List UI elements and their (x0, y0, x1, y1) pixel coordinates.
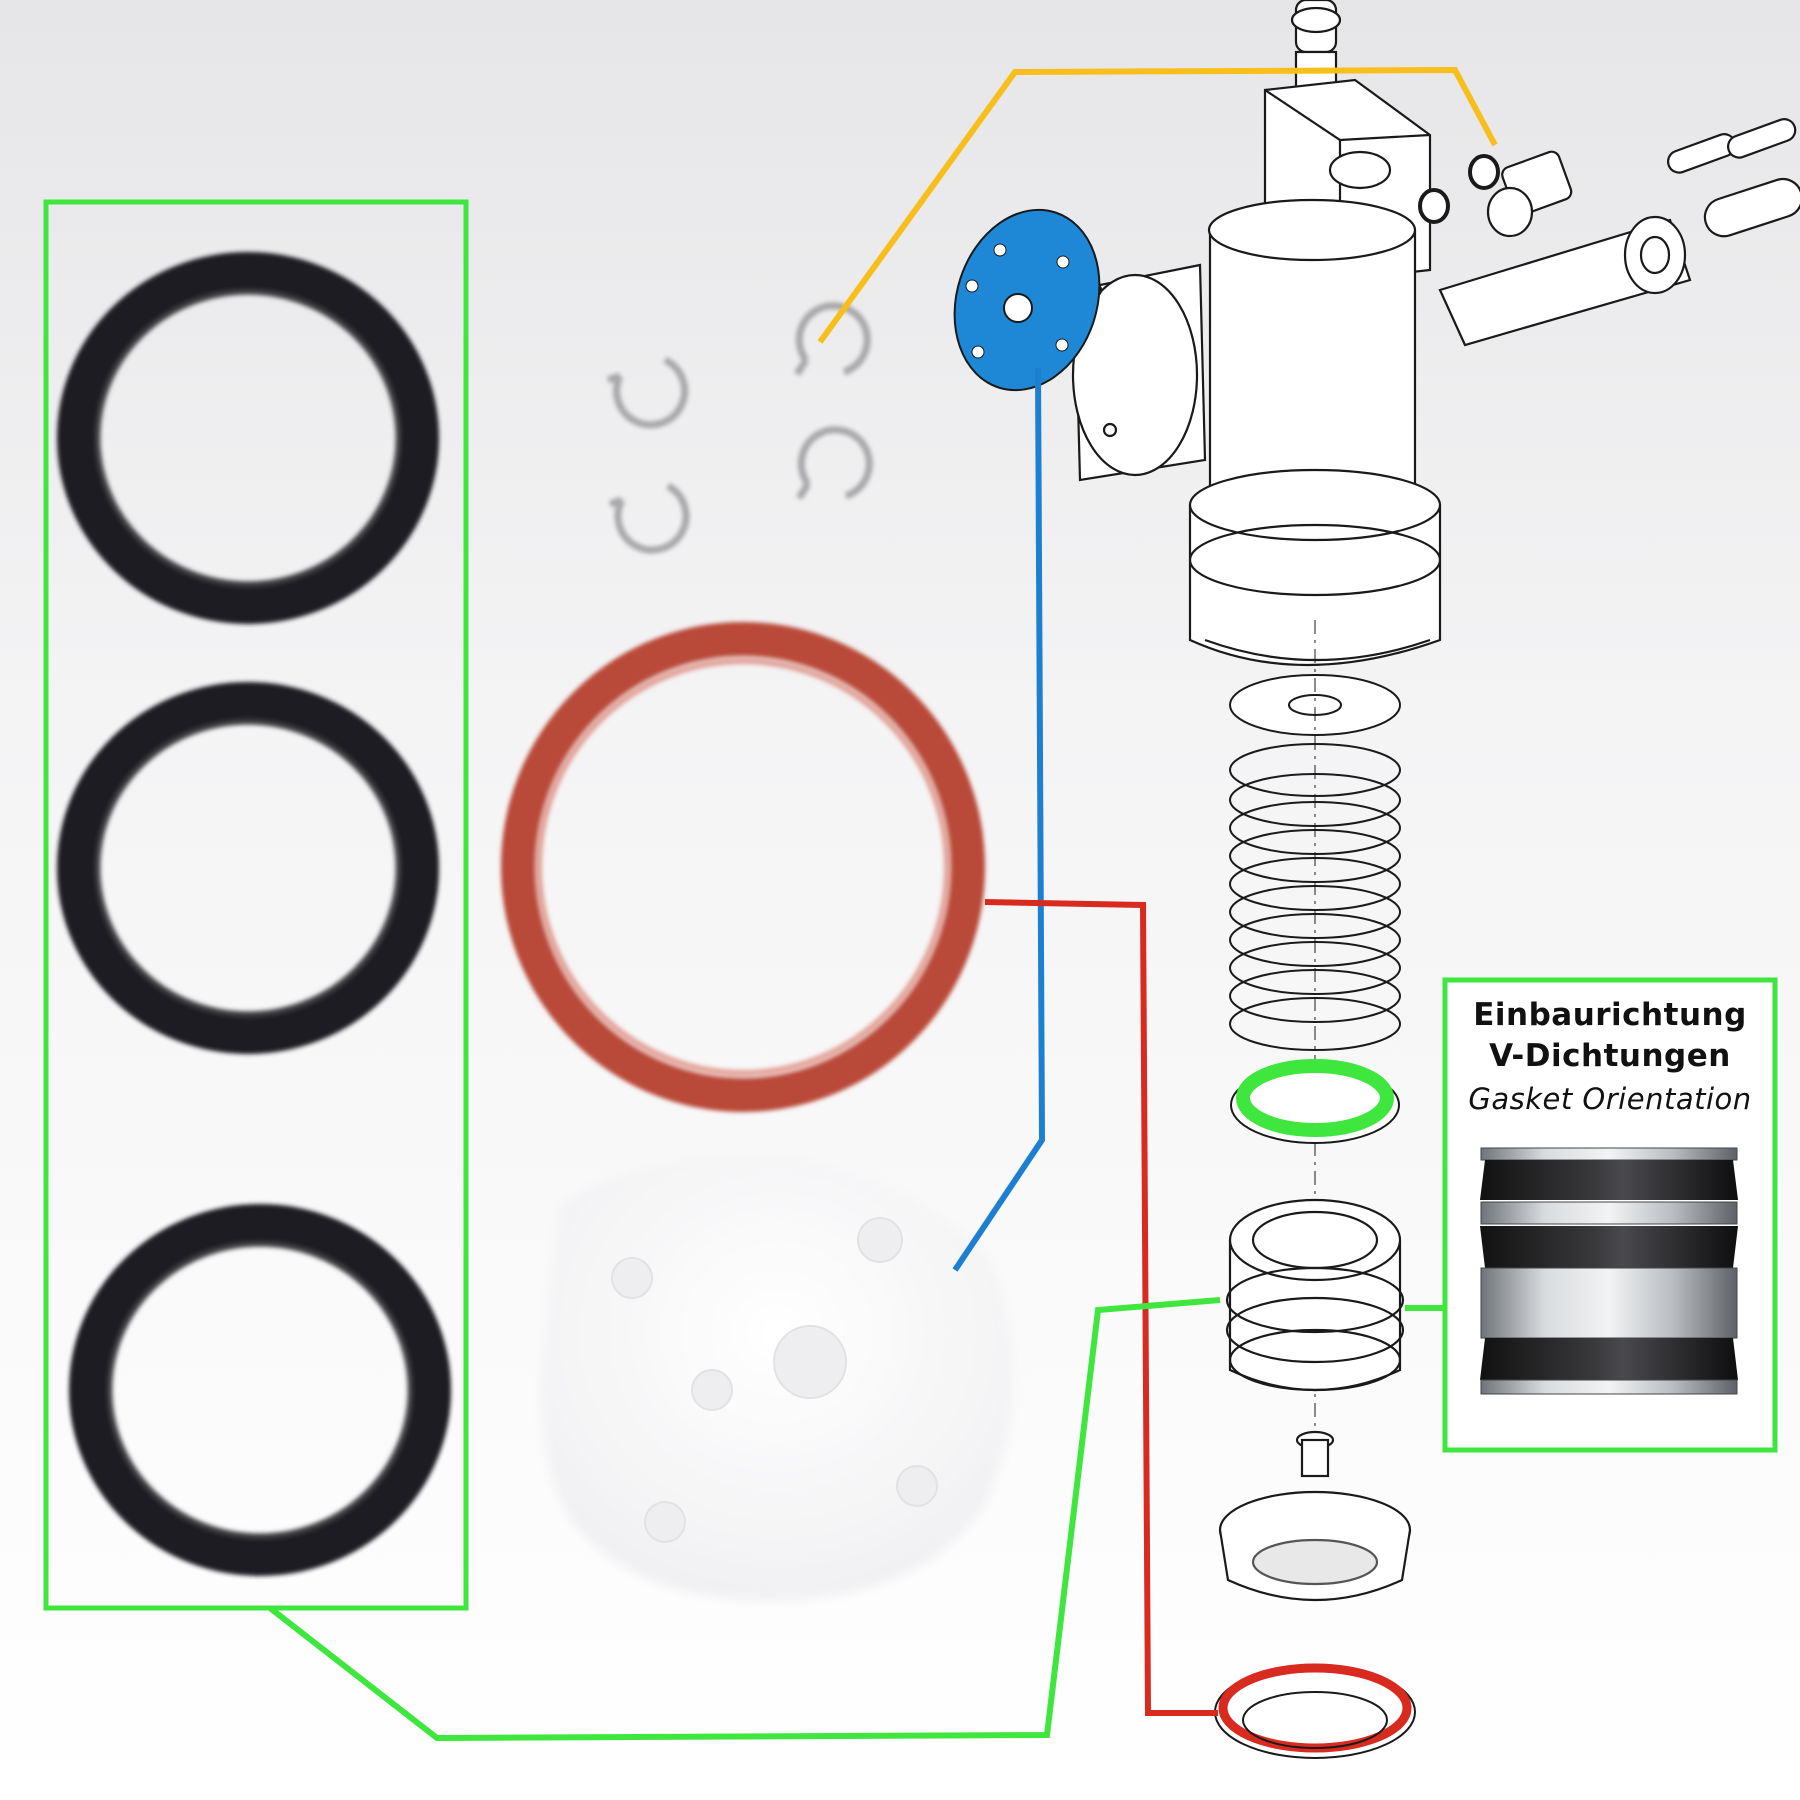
white-plate (540, 1153, 1014, 1601)
v-seal-black-3 (69, 1204, 451, 1576)
circlip-2 (794, 302, 871, 376)
gasket-orientation-label: Einbaurichtung V-Dichtungen Gasket Orien… (1440, 995, 1780, 1121)
shower-screen (1218, 1430, 1412, 1602)
seal-group-connector (268, 1297, 1221, 1742)
v-seal-black-1 (57, 252, 439, 624)
red-gasket (501, 622, 985, 1112)
circlip-1 (606, 356, 689, 429)
v-seal-stack-illustration (1480, 1147, 1738, 1395)
v-seal-highlight (1230, 1059, 1400, 1144)
piston-body (1225, 1198, 1405, 1392)
circlip-4 (796, 426, 873, 500)
plate-connector (952, 367, 1046, 1272)
circlip-3 (608, 482, 690, 554)
orientation-title-de-line1: Einbaurichtung (1473, 997, 1747, 1033)
orientation-title-de-line2: V-Dichtungen (1489, 1038, 1731, 1074)
v-seal-black-2 (57, 682, 439, 1054)
group-head-drawing (1071, 0, 1800, 667)
orientation-subtitle-en: Gasket Orientation (1468, 1082, 1752, 1116)
group-gasket-highlight (1214, 1663, 1416, 1759)
circlip-connector (817, 66, 1498, 344)
blue-distribution-plate (953, 208, 1101, 392)
seal-group-frame (43, 199, 469, 1611)
